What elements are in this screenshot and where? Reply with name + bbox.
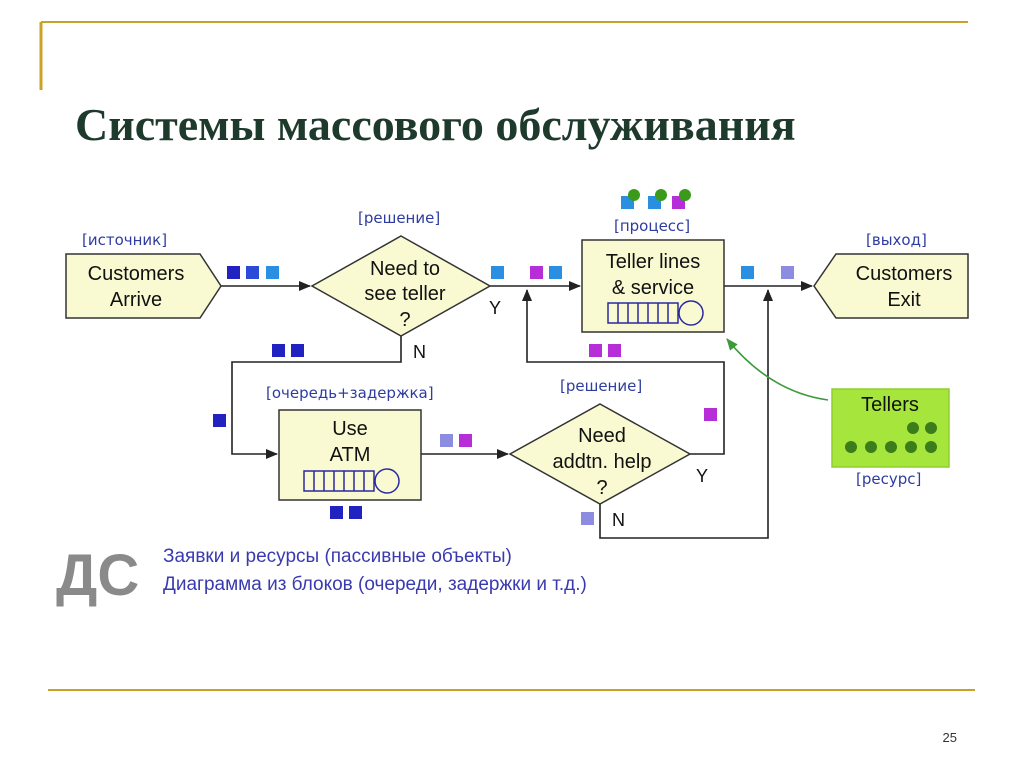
decision1-label-line2: see teller — [364, 283, 445, 305]
legend-line2: Диаграмма из блоков (очереди, задержки и… — [163, 574, 587, 595]
source-node[interactable]: Customers Arrive — [65, 253, 222, 319]
exit-tag: [выход] — [866, 231, 927, 249]
source-label-line1: Customers — [88, 263, 185, 285]
exit-label-line1: Customers — [856, 263, 953, 285]
resource-dot-icon — [845, 422, 937, 453]
process-label-line1: Teller lines — [606, 251, 700, 273]
decision2-yes-label: Y — [696, 466, 708, 486]
page-number: 25 — [943, 730, 957, 745]
decision2-no-label: N — [612, 510, 625, 530]
decision1-yes-label: Y — [489, 298, 501, 318]
queue-server-icon — [303, 468, 400, 494]
atm-label-line1: Use — [332, 418, 368, 440]
atm-node[interactable]: Use ATM — [278, 409, 422, 501]
resource-tag: [ресурс] — [856, 470, 921, 488]
exit-label-line2: Exit — [887, 289, 921, 311]
arrow-decision2-no-to-exit — [599, 289, 773, 539]
process-tag: [процесс] — [614, 217, 690, 235]
arrow-decision2-yes-to-process — [522, 289, 725, 455]
legend-badge: ДС — [56, 543, 139, 608]
decision1-no-label: N — [413, 342, 426, 362]
decision1-label-line3: ? — [399, 309, 410, 331]
page-title: Системы массового обслуживания — [75, 99, 796, 150]
decision2-label-line1: Need — [578, 425, 626, 447]
decision1-label-line1: Need to — [370, 258, 440, 280]
process-node[interactable]: Teller lines & service — [581, 239, 725, 333]
slide-frame — [39, 21, 975, 691]
source-tag: [источник] — [82, 231, 167, 249]
entity-token-icon — [213, 189, 794, 525]
source-label-line2: Arrive — [110, 289, 162, 311]
decision2-node[interactable]: Need addtn. help ? — [508, 403, 692, 505]
arrow-decision1-no-to-atm — [231, 335, 402, 459]
decision2-label-line2: addtn. help — [553, 451, 652, 473]
process-label-line2: & service — [612, 277, 694, 299]
atm-label-line2: ATM — [330, 444, 371, 466]
resource-label: Tellers — [861, 394, 919, 416]
queue-server-icon — [607, 300, 704, 326]
decision1-tag: [решение] — [358, 209, 440, 227]
atm-tag: [очередь+задержка] — [266, 384, 434, 402]
decision1-node[interactable]: Need to see teller ? — [310, 235, 492, 337]
legend-line1: Заявки и ресурсы (пассивные объекты) — [163, 546, 512, 567]
exit-node[interactable]: Customers Exit — [813, 253, 969, 319]
decision2-tag: [решение] — [560, 377, 642, 395]
resource-link-arrow — [726, 338, 829, 401]
connectors — [221, 281, 829, 539]
resource-node[interactable]: Tellers — [831, 388, 950, 468]
decision2-label-line3: ? — [596, 477, 607, 499]
